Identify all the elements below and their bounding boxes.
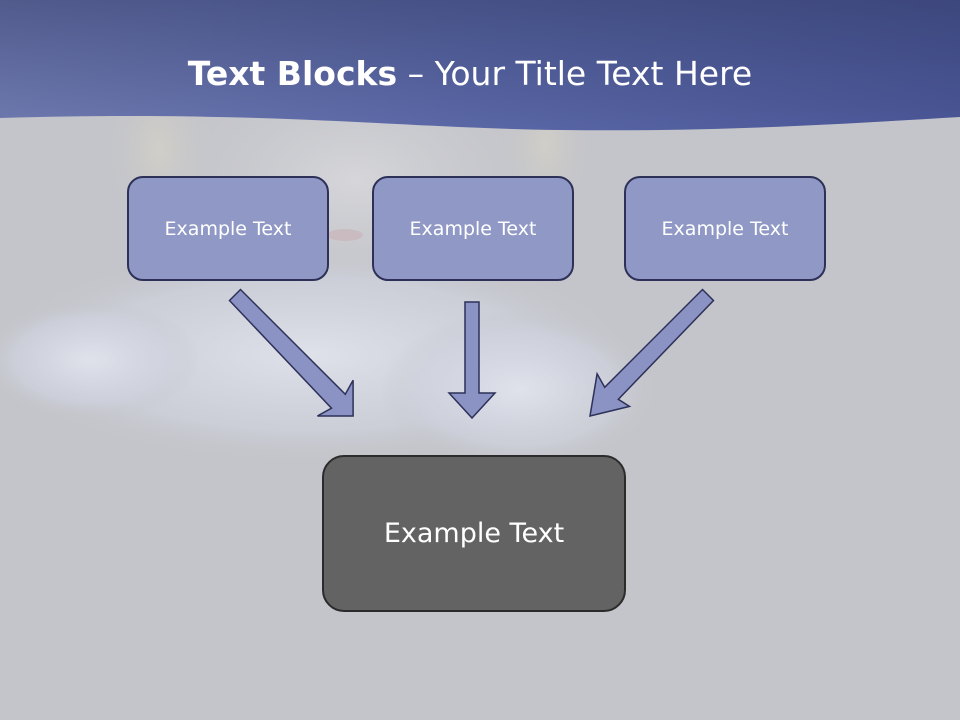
title-banner bbox=[0, 0, 960, 131]
title-bold: Text Blocks bbox=[187, 54, 398, 93]
title-rest: Your Title Text Here bbox=[434, 54, 753, 93]
text-block-1[interactable]: Example Text bbox=[127, 176, 329, 281]
result-block-label: Example Text bbox=[383, 518, 565, 549]
text-block-1-label: Example Text bbox=[164, 217, 292, 240]
text-block-3-label: Example Text bbox=[661, 217, 789, 240]
title-dash: – bbox=[397, 54, 435, 93]
slide-title: Text Blocks – Your Title Text Here bbox=[0, 54, 940, 93]
text-block-2-label: Example Text bbox=[409, 217, 537, 240]
text-block-2[interactable]: Example Text bbox=[372, 176, 574, 281]
text-block-3[interactable]: Example Text bbox=[624, 176, 826, 281]
result-block[interactable]: Example Text bbox=[322, 455, 626, 612]
